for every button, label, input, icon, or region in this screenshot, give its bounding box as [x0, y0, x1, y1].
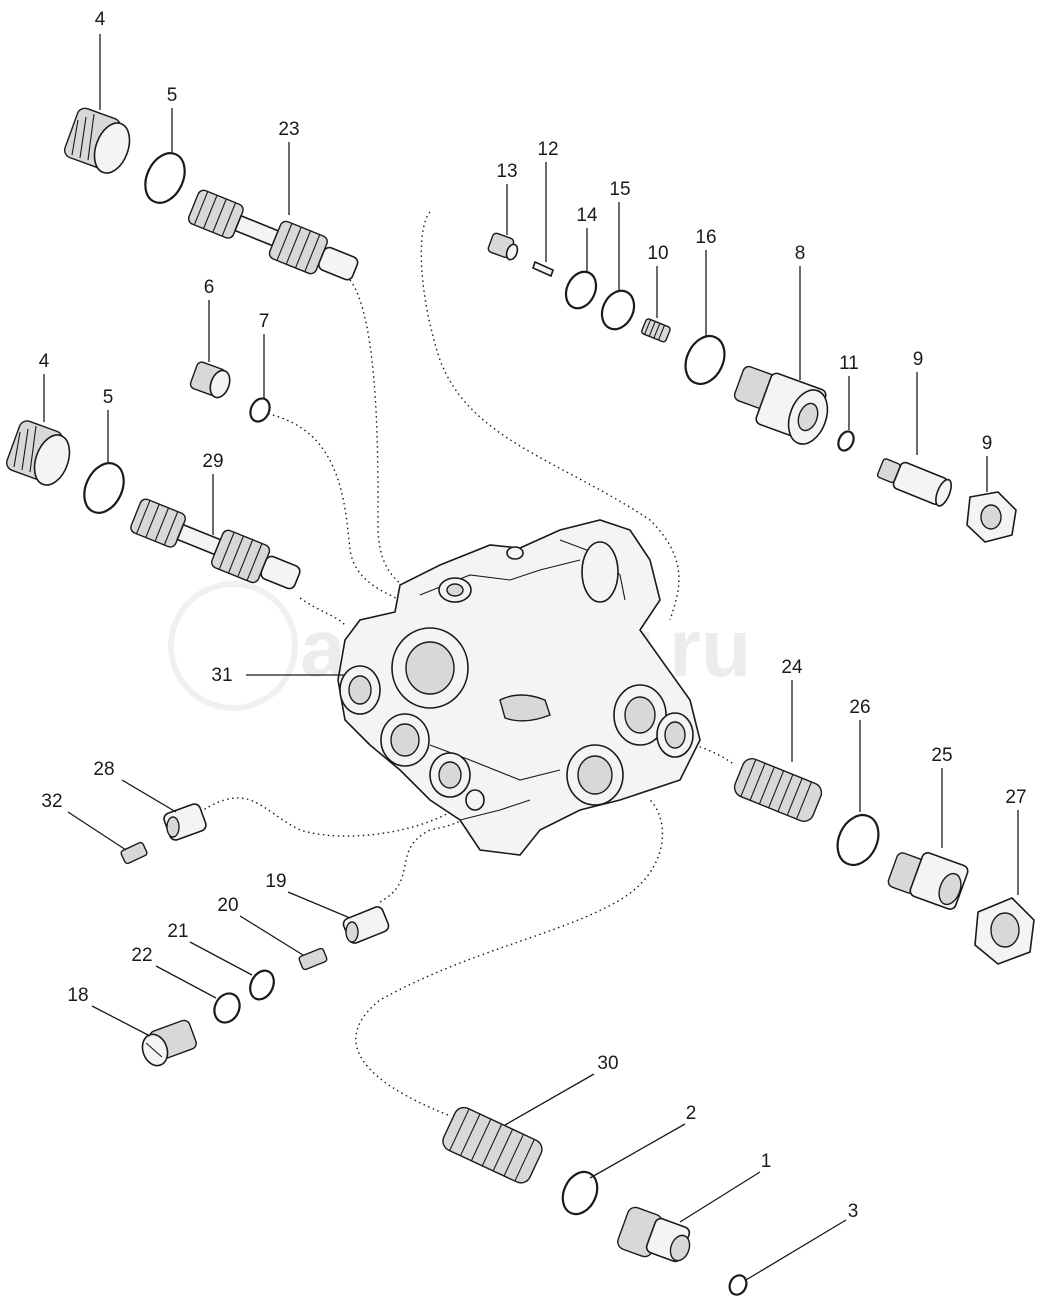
fitting-28 [163, 803, 207, 841]
o-ring-15 [564, 270, 598, 310]
callout-29: 29 [202, 451, 223, 472]
o-ring-17 [684, 334, 726, 386]
o-ring-7 [249, 397, 271, 423]
relief-valve-8 [733, 365, 829, 445]
callout-5-upper: 5 [167, 85, 178, 106]
callout-30: 30 [597, 1053, 618, 1074]
o-ring-5-upper [144, 152, 186, 204]
spring-20 [298, 947, 328, 971]
o-ring-5-lower [83, 462, 125, 514]
spring-30 [442, 1106, 543, 1184]
spring-11 [641, 318, 671, 343]
callout-16: 15 [609, 179, 630, 200]
set-screw-32 [120, 841, 148, 865]
callout-10: 9 [913, 349, 924, 370]
callout-25: 25 [931, 745, 952, 766]
callout-23: 23 [278, 119, 299, 140]
callout-32: 32 [41, 791, 62, 812]
callout-4-upper: 4 [95, 9, 106, 30]
fitting-19 [342, 906, 390, 944]
fitting-14 [487, 232, 519, 261]
callout-12: 11 [839, 353, 859, 374]
leader-lines [43, 34, 1019, 1281]
part-number-labels: 4 5 23 13 12 14 15 10 16 8 11 9 9 6 7 4 … [39, 9, 1027, 1222]
callout-31: 31 [211, 665, 232, 686]
nut-27 [974, 897, 1035, 965]
screw-plug-18 [141, 1019, 197, 1067]
callout-11: 10 [647, 243, 668, 264]
spool-23 [187, 189, 359, 281]
o-ring-2 [561, 1170, 599, 1216]
callout-28: 28 [93, 759, 114, 780]
callout-9: 9 [982, 433, 993, 454]
callout-1: 1 [761, 1151, 772, 1172]
callout-3: 3 [848, 1201, 859, 1222]
o-ring-21 [249, 969, 275, 1001]
callout-19: 19 [265, 871, 286, 892]
callout-18: 18 [67, 985, 88, 1006]
callout-26: 26 [849, 697, 870, 718]
callout-17: 16 [695, 227, 716, 248]
o-ring-3 [728, 1274, 748, 1296]
callout-15: 14 [576, 205, 598, 226]
o-ring-12 [837, 430, 855, 452]
adjuster-10 [876, 458, 952, 507]
pin-13 [532, 260, 554, 278]
fitting-1 [617, 1206, 691, 1263]
nut-9 [966, 491, 1017, 543]
plug-25 [887, 852, 969, 910]
valve-body-31 [337, 519, 701, 856]
callout-5-lower: 5 [103, 387, 114, 408]
callout-13: 12 [537, 139, 558, 160]
callout-4-lower: 4 [39, 351, 50, 372]
assembly-paths [199, 211, 736, 1116]
callout-14: 13 [496, 161, 517, 182]
ring-22 [213, 992, 241, 1024]
callout-21: 21 [167, 921, 188, 942]
plug-4-upper [63, 107, 131, 174]
callout-6: 6 [204, 277, 215, 298]
callout-2: 2 [686, 1103, 697, 1124]
callout-27: 27 [1005, 787, 1026, 808]
callout-20: 20 [217, 895, 238, 916]
o-ring-26 [836, 814, 880, 866]
callout-24: 24 [781, 657, 803, 678]
callout-8: 8 [795, 243, 806, 264]
plug-6 [189, 361, 231, 399]
spring-24 [733, 758, 823, 822]
callout-7: 7 [259, 311, 270, 332]
plug-4-lower [6, 420, 71, 486]
spool-29 [130, 498, 301, 590]
ring-16 [600, 289, 636, 331]
callout-22: 22 [131, 945, 152, 966]
